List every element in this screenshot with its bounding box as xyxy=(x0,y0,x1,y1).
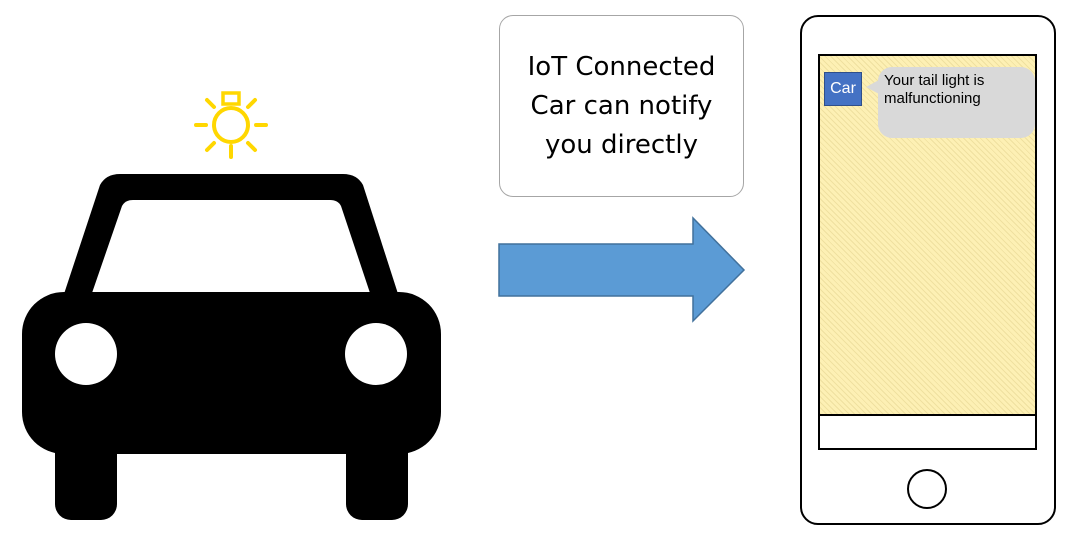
car-windshield xyxy=(92,200,370,293)
phone-bottom-bar xyxy=(818,414,1037,450)
home-button[interactable] xyxy=(907,469,947,509)
callout-box: IoT Connected Car can notify you directl… xyxy=(499,15,744,197)
car-wheel-left xyxy=(55,420,117,520)
car-front-icon xyxy=(22,174,441,520)
headlight-left xyxy=(55,323,117,385)
light-bulb-icon xyxy=(194,91,268,159)
message-bubble-tail xyxy=(866,80,879,94)
car-body xyxy=(22,292,441,454)
car-wheel-right xyxy=(346,420,408,520)
sender-avatar: Car xyxy=(824,72,862,106)
callout-text: IoT Connected Car can notify you directl… xyxy=(527,51,716,160)
headlight-right xyxy=(345,323,407,385)
right-arrow-icon xyxy=(498,216,746,323)
message-bubble: Your tail light is malfunctioning xyxy=(878,67,1035,138)
